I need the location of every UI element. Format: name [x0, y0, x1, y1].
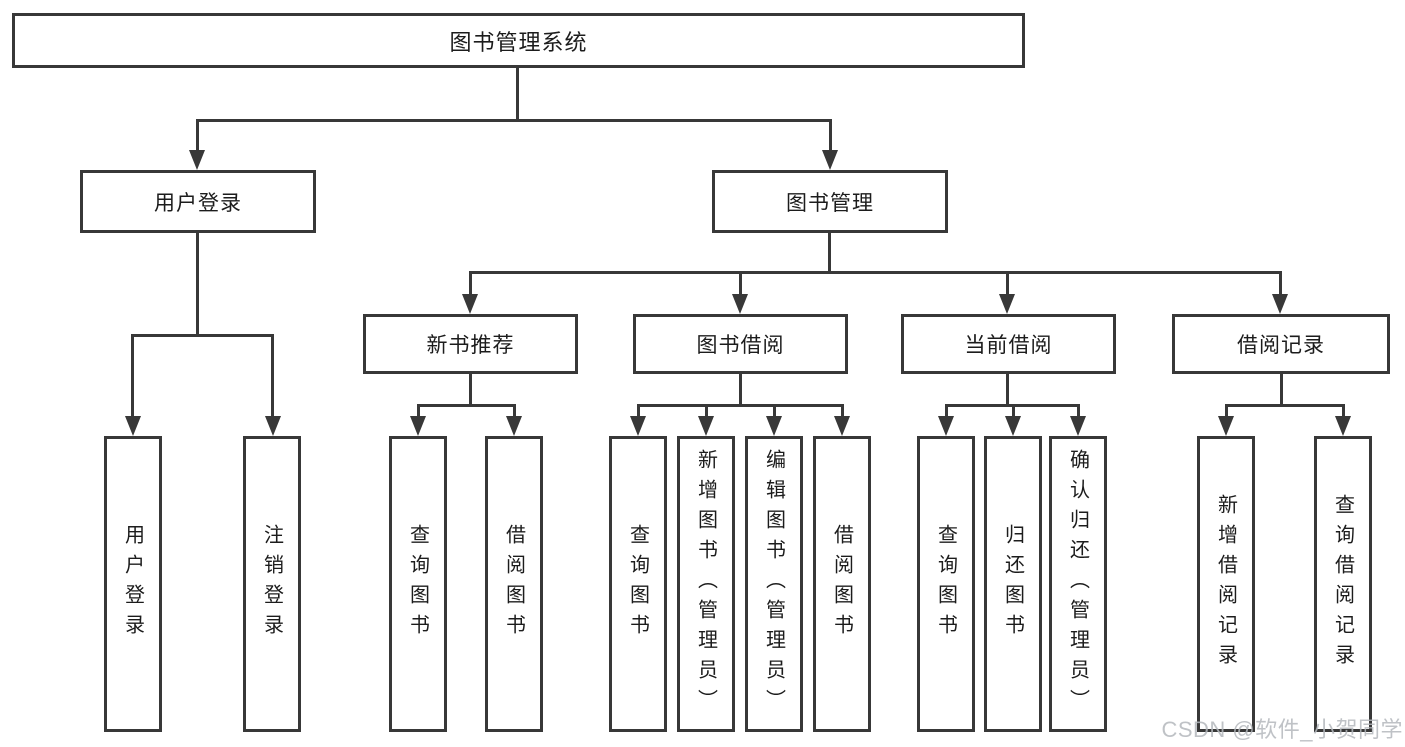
- leaf-borrow-books: 借阅图书: [813, 436, 871, 732]
- connector-line: [469, 271, 1282, 274]
- arrow-down-icon: [1335, 416, 1351, 436]
- arrow-down-icon: [822, 150, 838, 170]
- node-borrowing-records: 借阅记录: [1172, 314, 1390, 374]
- arrow-down-icon: [766, 416, 782, 436]
- connector-line: [513, 404, 516, 418]
- watermark-text: CSDN @软件_小贺同学: [1161, 717, 1403, 742]
- connector-line: [417, 404, 420, 418]
- arrow-down-icon: [462, 294, 478, 314]
- leaf-query-books: 查询图书: [609, 436, 667, 732]
- connector-line: [1077, 404, 1080, 418]
- arrow-down-icon: [410, 416, 426, 436]
- connector-line: [637, 404, 640, 418]
- node-user-login: 用户登录: [80, 170, 316, 233]
- arrow-down-icon: [265, 416, 281, 436]
- connector-line: [469, 271, 472, 296]
- connector-line: [1279, 271, 1282, 296]
- connector-line: [945, 404, 948, 418]
- arrow-down-icon: [834, 416, 850, 436]
- connector-line: [196, 119, 199, 152]
- connector-line: [516, 68, 519, 119]
- connector-line: [1225, 404, 1345, 407]
- leaf-query-books: 查询图书: [917, 436, 975, 732]
- connector-line: [1342, 404, 1345, 418]
- connector-line: [1006, 374, 1009, 405]
- arrow-down-icon: [698, 416, 714, 436]
- connector-line: [828, 233, 831, 273]
- leaf-borrow-books: 借阅图书: [485, 436, 543, 732]
- leaf-add-borrow-record: 新增借阅记录: [1197, 436, 1255, 732]
- leaf-query-borrow-record: 查询借阅记录: [1314, 436, 1372, 732]
- leaf-edit-book-admin: 编辑图书（管理员）: [745, 436, 803, 732]
- node-current-borrowing: 当前借阅: [901, 314, 1116, 374]
- connector-line: [739, 374, 742, 405]
- leaf-query-books: 查询图书: [389, 436, 447, 732]
- arrow-down-icon: [938, 416, 954, 436]
- node-new-book-recommend: 新书推荐: [363, 314, 578, 374]
- connector-line: [829, 119, 832, 152]
- arrow-down-icon: [506, 416, 522, 436]
- connector-line: [196, 119, 832, 122]
- arrow-down-icon: [999, 294, 1015, 314]
- leaf-confirm-return-admin: 确认归还（管理员）: [1049, 436, 1107, 732]
- leaf-return-book: 归还图书: [984, 436, 1042, 732]
- connector-line: [841, 404, 844, 418]
- leaf-add-book-admin: 新增图书（管理员）: [677, 436, 735, 732]
- leaf-logout: 注销登录: [243, 436, 301, 732]
- node-book-borrowing: 图书借阅: [633, 314, 848, 374]
- leaf-user-login: 用户登录: [104, 436, 162, 732]
- node-library-system: 图书管理系统: [12, 13, 1025, 68]
- arrow-down-icon: [1272, 294, 1288, 314]
- arrow-down-icon: [1070, 416, 1086, 436]
- connector-line: [739, 271, 742, 296]
- connector-line: [131, 334, 134, 417]
- arrow-down-icon: [630, 416, 646, 436]
- arrow-down-icon: [1218, 416, 1234, 436]
- node-book-management: 图书管理: [712, 170, 948, 233]
- connector-line: [417, 404, 516, 407]
- connector-line: [637, 404, 843, 407]
- arrow-down-icon: [732, 294, 748, 314]
- connector-line: [132, 334, 274, 337]
- connector-line: [271, 334, 274, 417]
- arrow-down-icon: [189, 150, 205, 170]
- arrow-down-icon: [125, 416, 141, 436]
- connector-line: [773, 404, 776, 418]
- connector-line: [469, 374, 472, 405]
- arrow-down-icon: [1005, 416, 1021, 436]
- connector-line: [1006, 271, 1009, 296]
- connector-line: [1012, 404, 1015, 418]
- connector-line: [1225, 404, 1228, 418]
- connector-line: [196, 233, 199, 336]
- connector-line: [1280, 374, 1283, 405]
- connector-line: [705, 404, 708, 418]
